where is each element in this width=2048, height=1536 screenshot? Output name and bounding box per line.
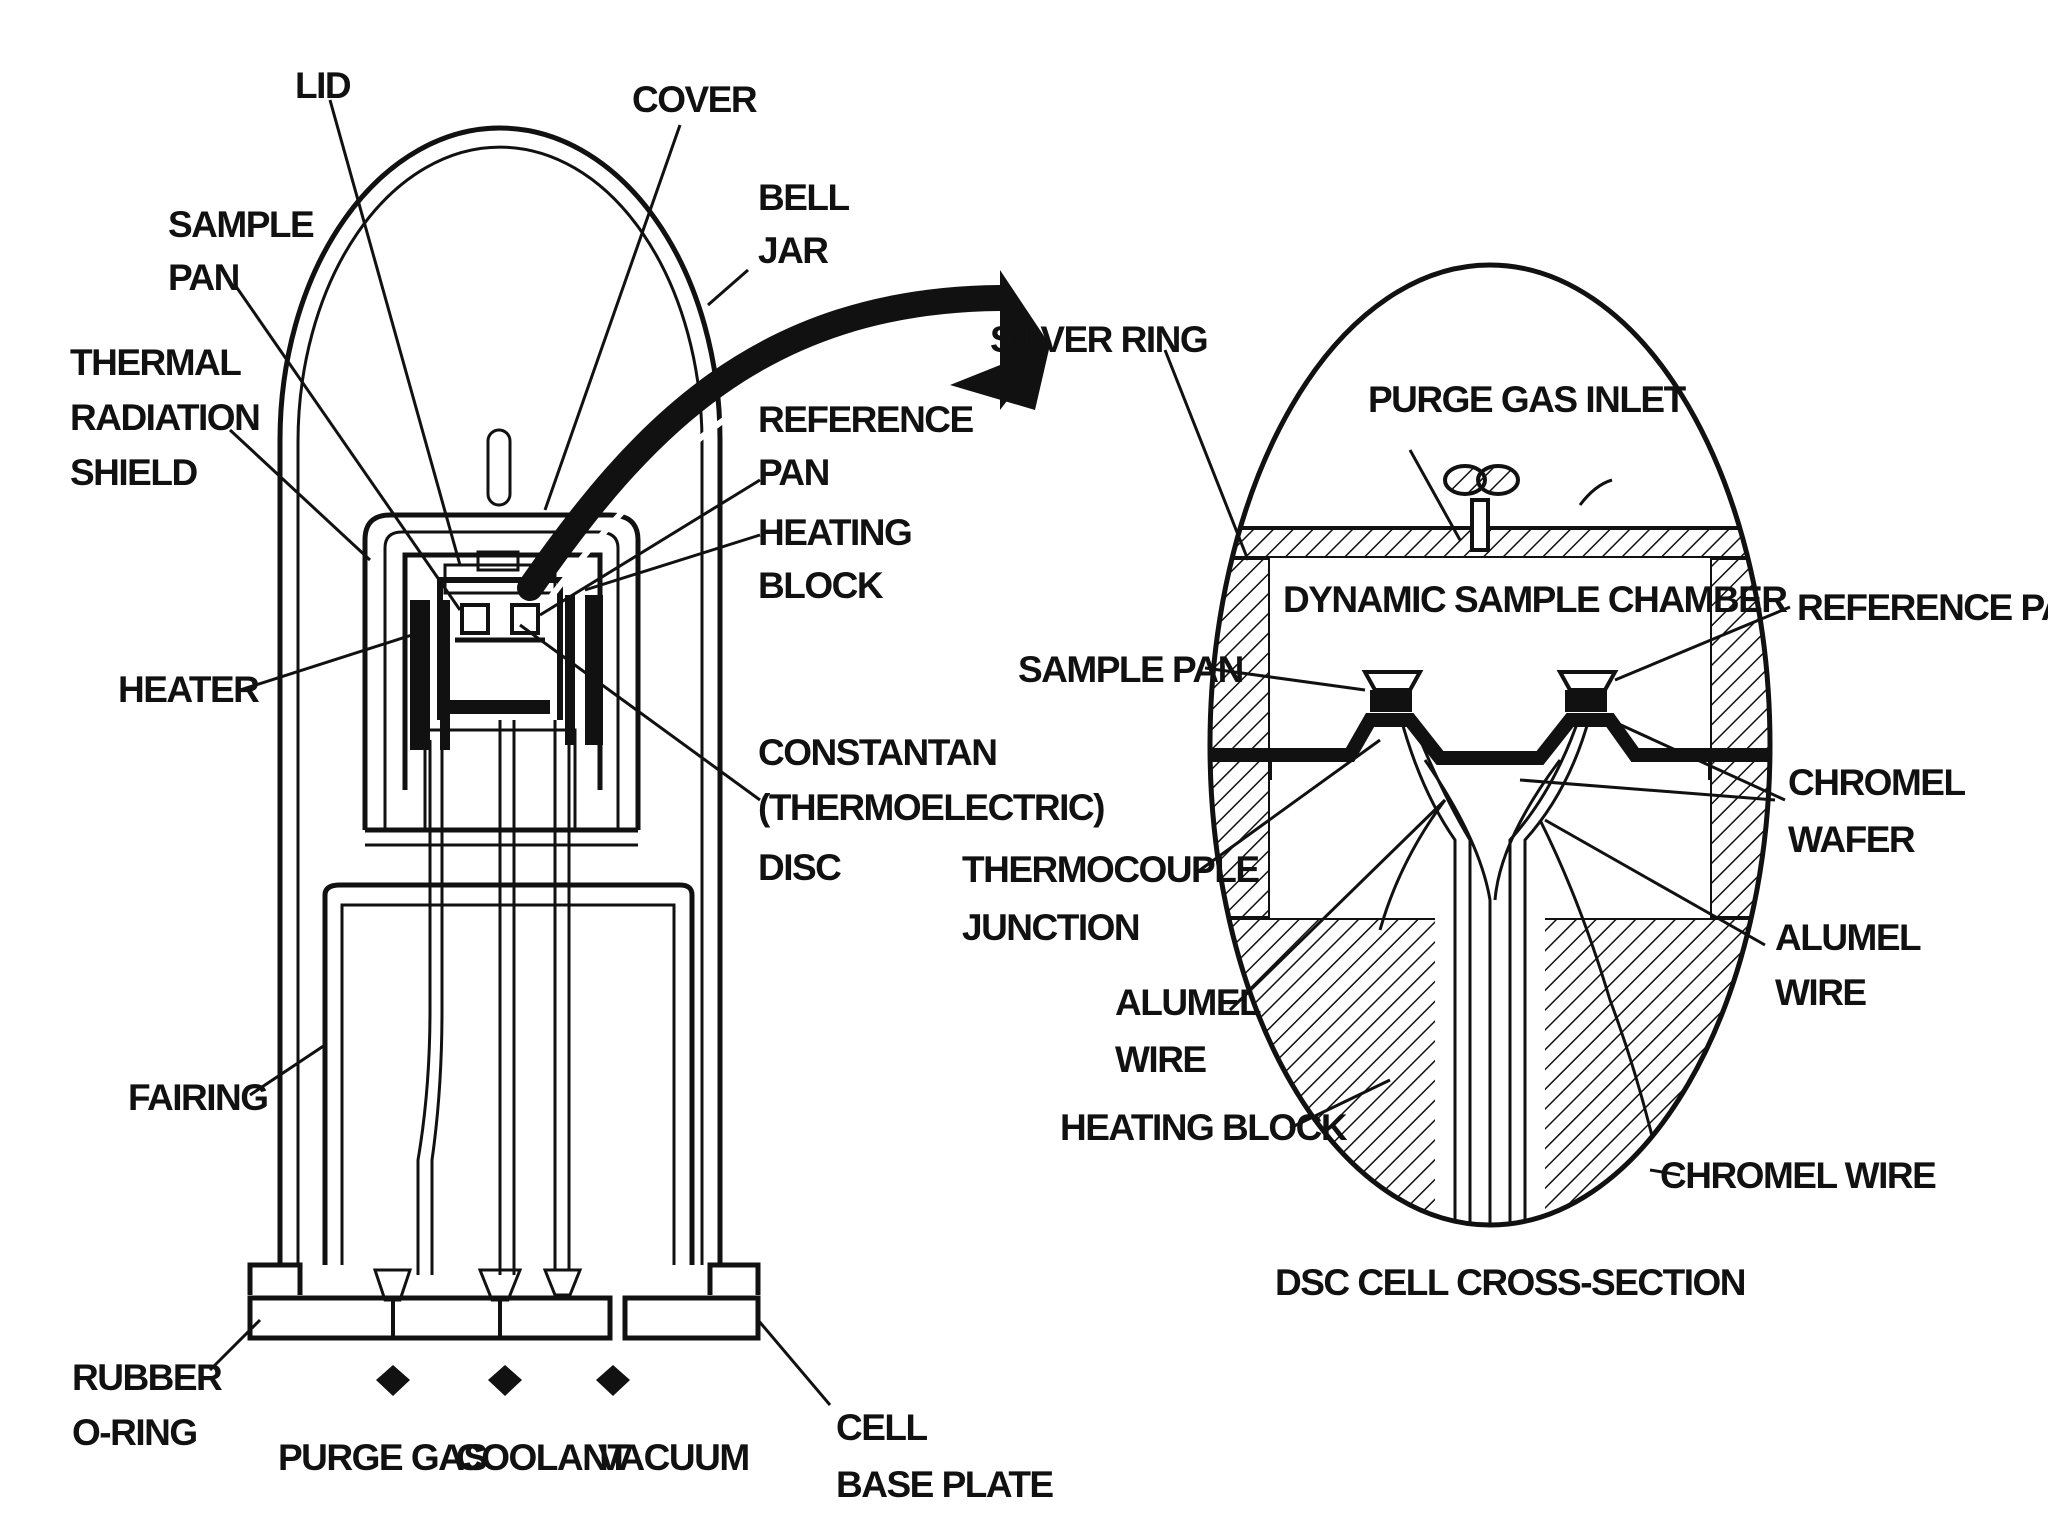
magnify-arrow (517, 270, 1050, 601)
lid (443, 563, 557, 595)
leader-lines (208, 99, 1791, 1406)
left-labels: LID COVER BELL JAR SAMPLE PAN THERMAL RA… (70, 65, 1106, 1505)
label-reference-pan-2: PAN (758, 452, 829, 493)
heater (410, 595, 603, 750)
label-heating-block-1: HEATING (758, 512, 911, 553)
label-heating-block-2: BLOCK (758, 565, 884, 606)
label-cover: COVER (632, 79, 757, 120)
label-shield-1: THERMAL (70, 342, 241, 383)
label-heater: HEATER (118, 669, 259, 710)
label-sample-pan-1: SAMPLE (168, 204, 314, 245)
label-bell-jar-1: BELL (758, 177, 850, 218)
cell-base-plate (247, 1262, 761, 1341)
label-o-ring-1: RUBBER (72, 1357, 222, 1398)
label-alumel-wire-left-1: ALUMEL (1115, 982, 1261, 1023)
label-bell-jar-2: JAR (758, 230, 828, 271)
label-silver-ring: SILVER RING (990, 319, 1207, 360)
base-fittings (372, 1268, 583, 1340)
label-lid: LID (295, 65, 351, 106)
constantan-disc (450, 700, 550, 714)
label-base-plate-2: BASE PLATE (836, 1464, 1053, 1505)
label-sample-pan-detail: SAMPLE PAN (1018, 649, 1243, 690)
label-o-ring-2: O-RING (72, 1412, 197, 1453)
purge-gas-inlet-fitting (1443, 464, 1613, 552)
label-alumel-wire-left-2: WIRE (1115, 1039, 1206, 1080)
label-coolant: COOLANT (456, 1437, 630, 1478)
label-vacuum: VACUUM (598, 1437, 749, 1478)
gas-lines (416, 720, 571, 1275)
label-reference-pan-detail: REFERENCE PAN (1797, 587, 2048, 628)
label-sample-pan-2: PAN (168, 257, 239, 298)
label-chromel-wire: CHROMEL WIRE (1660, 1155, 1936, 1196)
thermal-radiation-shield (362, 512, 641, 830)
label-purge-gas: PURGE GAS (278, 1437, 487, 1478)
bell-jar (277, 125, 723, 1265)
label-purge-gas-inlet: PURGE GAS INLET (1368, 379, 1687, 420)
label-shield-3: SHIELD (70, 452, 197, 493)
right-labels: SILVER RING PURGE GAS INLET DYNAMIC SAMP… (962, 319, 2048, 1303)
heating-block (437, 577, 563, 720)
reference-pan-detail (1556, 670, 1619, 692)
label-constantan-2: (THERMOELECTRIC) (758, 787, 1104, 828)
thermocouple-wires (1378, 714, 1662, 1225)
label-thermocouple-junction-2: JUNCTION (962, 907, 1139, 948)
sample-and-reference-pans (455, 603, 545, 643)
cover-knob (486, 428, 512, 507)
label-thermocouple-junction-1: THERMOCOUPLE (962, 849, 1259, 890)
label-alumel-wire-right-2: WIRE (1775, 972, 1866, 1013)
label-alumel-wire-right-1: ALUMEL (1775, 917, 1921, 958)
label-fairing: FAIRING (128, 1077, 268, 1118)
label-chromel-wafer-2: WAFER (1788, 819, 1915, 860)
label-constantan-1: CONSTANTAN (758, 732, 997, 773)
label-constantan-3: DISC (758, 847, 841, 888)
label-base-plate-1: CELL (836, 1407, 928, 1448)
label-chromel-wafer-1: CHROMEL (1788, 762, 1965, 803)
bell-jar-inner (296, 145, 704, 1265)
label-dynamic-sample-chamber: DYNAMIC SAMPLE CHAMBER (1283, 579, 1787, 620)
sample-pan-detail (1361, 670, 1424, 692)
fairing (322, 882, 695, 1265)
chromel-wafer (1210, 713, 1770, 765)
label-reference-pan-1: REFERENCE (758, 399, 974, 440)
label-shield-2: RADIATION (70, 397, 259, 438)
cross-section-oval (1207, 262, 1773, 1228)
label-heating-block-detail: HEATING BLOCK (1060, 1107, 1348, 1148)
caption-cross-section: DSC CELL CROSS-SECTION (1275, 1262, 1745, 1303)
flow-markers (376, 1365, 630, 1396)
dsc-cell-assembly (247, 125, 761, 1396)
